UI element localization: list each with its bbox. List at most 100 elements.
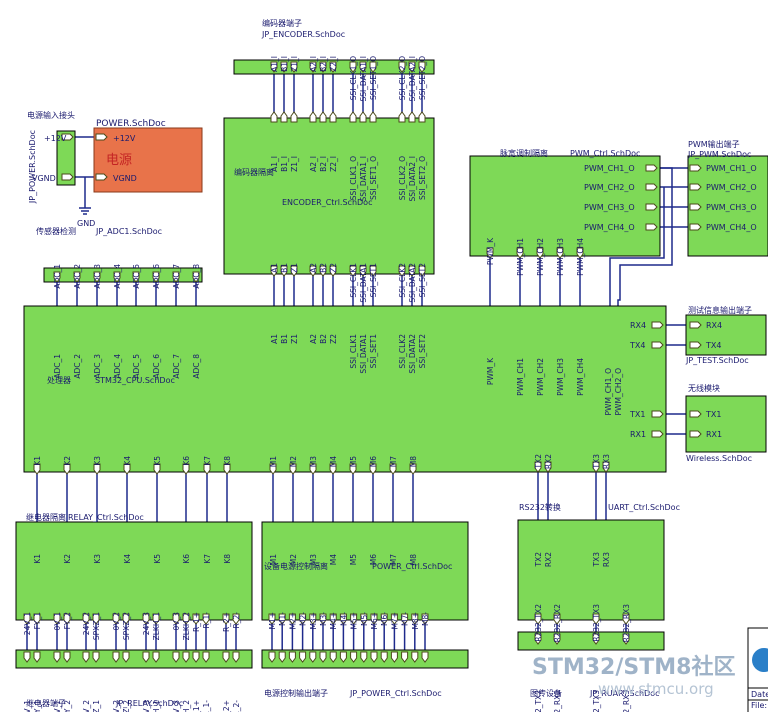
uart-conn-port bbox=[622, 633, 630, 645]
enc-ctrl-bot-port bbox=[369, 265, 377, 277]
relay-in-pin: K3 bbox=[93, 554, 102, 564]
cpu-m-port bbox=[349, 463, 357, 475]
wireless-block bbox=[685, 395, 767, 453]
enc-ctrl-bot-port bbox=[418, 265, 426, 277]
relay-out-port bbox=[192, 613, 200, 625]
pwm-ctrl-file: PWM_Ctrl.SchDoc bbox=[570, 149, 640, 158]
power-conn2-port bbox=[350, 651, 358, 663]
relay-out-pin: SPXZ_1 bbox=[92, 612, 101, 640]
cpu-k-pin: K5 bbox=[153, 456, 162, 466]
relay-conn-port bbox=[232, 651, 240, 663]
cpu-uart-port bbox=[592, 461, 600, 473]
pwm-conn-block bbox=[687, 155, 768, 257]
relay-out-pin: FY_2 bbox=[63, 612, 72, 630]
uart-out-pin: R232_TX3 bbox=[592, 604, 601, 642]
cpu-m-port bbox=[269, 463, 277, 475]
power-out-pin: M3+ bbox=[309, 612, 318, 630]
relay-out-pin: 0V_1 bbox=[53, 612, 62, 631]
cpu-right-port bbox=[651, 321, 664, 329]
enc-ctrl-top-port bbox=[309, 111, 317, 123]
relay-conn-port bbox=[53, 651, 61, 663]
power-conn2-port bbox=[390, 651, 398, 663]
relay-conn-port bbox=[192, 651, 200, 663]
power-conn2-port bbox=[411, 651, 419, 663]
cpu-block bbox=[23, 305, 667, 473]
uart-out-port bbox=[622, 613, 630, 625]
cpu-k-pin: K7 bbox=[203, 456, 212, 466]
cpu-k-port bbox=[93, 463, 101, 475]
relay-out-port bbox=[152, 613, 160, 625]
enc-conn-pin: SSI_DATA2_I bbox=[408, 56, 417, 102]
enc-conn-pin: Z2_I bbox=[329, 56, 338, 72]
power-conn2-port bbox=[299, 651, 307, 663]
pwm-conn-title: PWM输出端子 bbox=[688, 139, 740, 149]
relay-conn-pin: R_2+ bbox=[222, 700, 231, 712]
relay-conn-pin: FY_2 bbox=[63, 700, 72, 712]
relay-in-pin: K6 bbox=[182, 554, 191, 564]
relay-conn-pin: R_1+ bbox=[192, 700, 201, 712]
cpu-k-port bbox=[33, 463, 41, 475]
adc-conn-port bbox=[132, 271, 140, 283]
relay-conn-pin: 24V_3 bbox=[142, 700, 151, 712]
uart-conn-pin: R232_TX2 bbox=[534, 690, 543, 712]
pwm-conn-pin: PWM_CH3_O bbox=[706, 203, 757, 212]
enc-ctrl-title: 编码器隔离 bbox=[234, 167, 274, 177]
pwm-conn-port bbox=[689, 223, 702, 231]
uart-ctrl-title: RS232转换 bbox=[519, 502, 561, 512]
relay-out-pin: R_2+ bbox=[222, 612, 231, 632]
cpu-right-pin: RX4 bbox=[630, 321, 646, 330]
pwm-conn-pin: PWM_CH4_O bbox=[706, 223, 757, 232]
relay-conn-pin: FY_1 bbox=[33, 700, 42, 712]
relay-out-pin: R_1- bbox=[202, 612, 211, 629]
relay-conn-port bbox=[202, 651, 210, 663]
relay-out-pin: 0V_3 bbox=[172, 612, 181, 631]
enc-conn-port bbox=[418, 61, 426, 73]
relay-conn-port bbox=[33, 651, 41, 663]
enc-ctrl-top-pin: Z1_I bbox=[290, 156, 299, 172]
power-out-pin: M7- bbox=[401, 612, 410, 626]
power-pin-vgnd: VGND bbox=[113, 174, 137, 183]
power-out-pin: M8- bbox=[421, 612, 430, 626]
power-out-pin: M2+ bbox=[288, 612, 297, 630]
wireless-port bbox=[689, 410, 702, 418]
power-ctrl-in-pin: M8 bbox=[409, 554, 418, 565]
uart-out-port bbox=[553, 613, 561, 625]
pwm-ctrl-out-pin: PWM_CH2_O bbox=[584, 183, 635, 192]
cpu-file: STM32_CPU.SchDoc bbox=[95, 376, 175, 385]
relay-in-pin: K4 bbox=[123, 554, 132, 564]
cpu-enc-pin: A1 bbox=[270, 334, 279, 344]
gnd-label: GND bbox=[77, 219, 95, 228]
cpu-k-port bbox=[123, 463, 131, 475]
adc-conn-port bbox=[53, 271, 61, 283]
enc-ctrl-bot-port bbox=[359, 265, 367, 277]
relay-conn-pin: 24V_2 bbox=[82, 700, 91, 712]
enc-ctrl-top-port bbox=[398, 111, 406, 123]
relay-conn-pin: 0V_3 bbox=[172, 700, 181, 712]
cpu-adc-pin: ADC_6 bbox=[152, 354, 161, 379]
enc-conn-port bbox=[270, 61, 278, 73]
relay-out-pin: ZLKH_1 bbox=[152, 612, 161, 641]
relay-out-pin: R_2- bbox=[232, 612, 241, 629]
enc-ctrl-bot-pin: SSI_DATA1 bbox=[359, 263, 368, 303]
cpu-adc-pin: ADC_5 bbox=[132, 354, 141, 379]
labels: JP_POWER.SchDoc+12VVGND+12VVGNDA1_IA1_IA… bbox=[23, 56, 757, 712]
enc-conn-pin: SSI_SET2_O bbox=[418, 56, 427, 100]
cpu-enc-pin: Z1 bbox=[290, 334, 299, 344]
pwm-ctrl-in-pin: PWM_CH3 bbox=[556, 238, 565, 276]
relay-ctrl-title: 继电器隔离 bbox=[26, 512, 66, 522]
pwm-ctrl-in-port bbox=[576, 247, 584, 259]
enc-conn-pin: SSI_SET1_O bbox=[369, 56, 378, 100]
power-out-port bbox=[319, 613, 327, 625]
enc-ctrl-block bbox=[223, 117, 435, 275]
relay-conn-port bbox=[152, 651, 160, 663]
power-conn2-port bbox=[278, 651, 286, 663]
cpu-m-pin: M8 bbox=[409, 456, 418, 467]
power-out-port bbox=[370, 613, 378, 625]
uart-conn-file: JP_RUART.SchDoc bbox=[589, 689, 660, 698]
relay-out-pin: ZLKH_2 bbox=[182, 612, 191, 641]
uart-conn-port bbox=[534, 633, 542, 645]
watermark-line1: STM32/STM8社区 bbox=[532, 654, 735, 680]
enc-ctrl-top-pin: A2_I bbox=[309, 156, 318, 172]
power-conn2-port bbox=[309, 651, 317, 663]
power-conn2-port bbox=[370, 651, 378, 663]
